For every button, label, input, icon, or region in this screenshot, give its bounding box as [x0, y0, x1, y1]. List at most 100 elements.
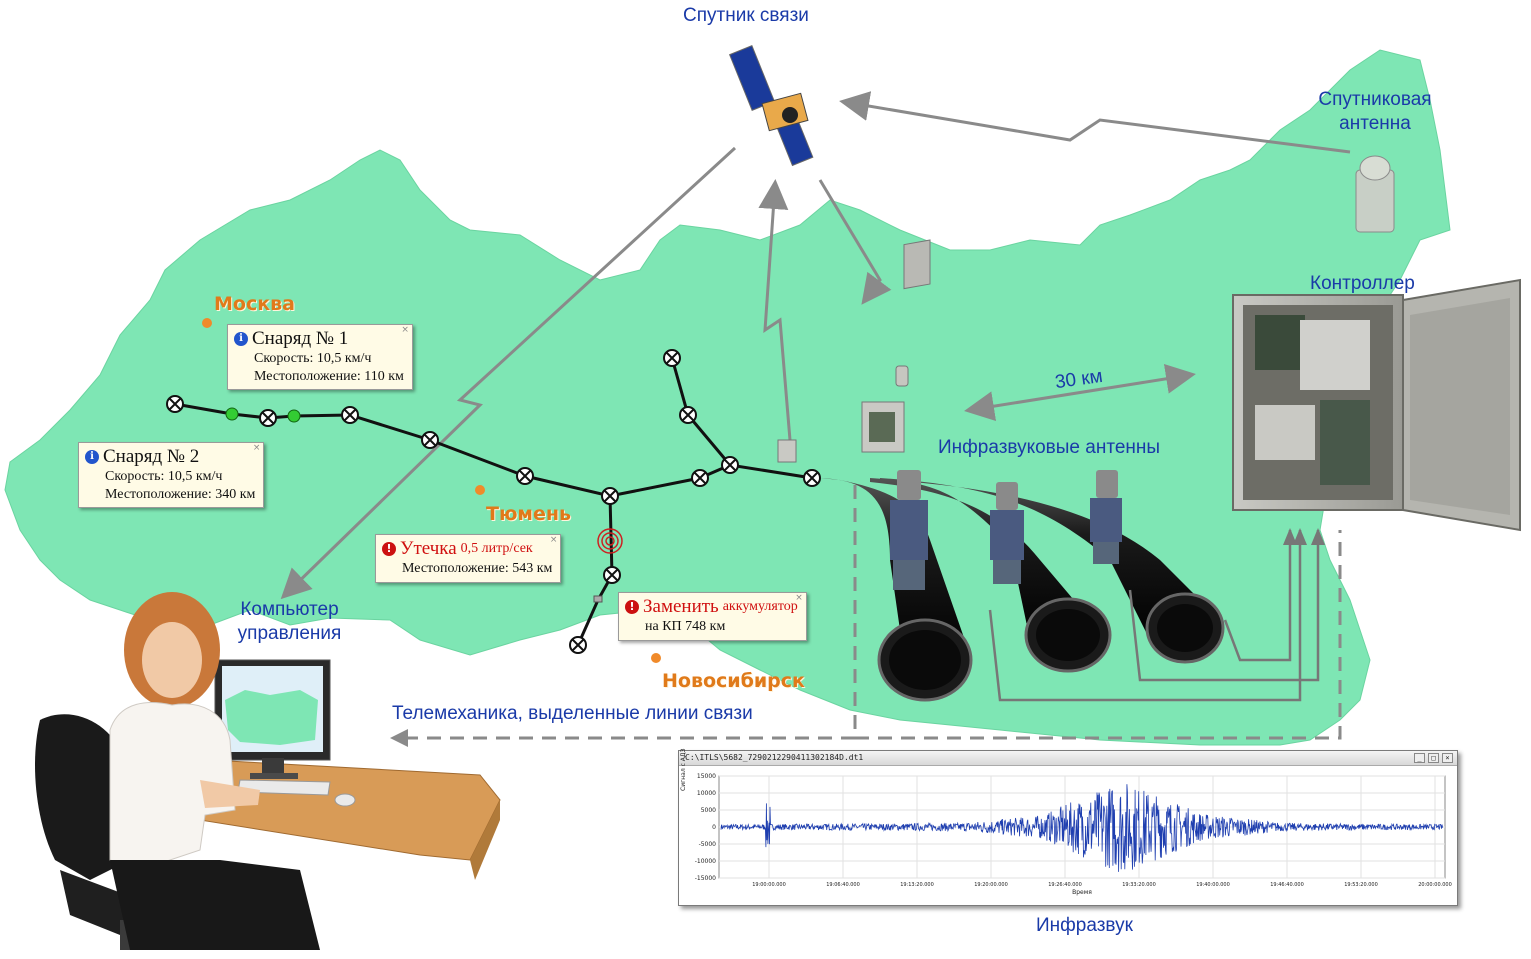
pig-marker [287, 409, 301, 423]
x-tick-label: 19:46:40.000 [1270, 882, 1304, 888]
valve-nodes [166, 349, 821, 654]
close-icon[interactable]: × [1442, 753, 1453, 763]
y-tick-label: -10000 [695, 858, 716, 865]
infrasound-antennas-label: Инфразвуковые антенны [938, 437, 1161, 458]
city-tyumen: Тюмень [486, 503, 571, 525]
x-tick-label: 19:53:20.000 [1344, 882, 1378, 888]
city-novosibirsk: Новосибирск [662, 670, 805, 692]
leak-icon [597, 528, 623, 554]
x-tick-label: 20:00:00.000 [1418, 882, 1452, 888]
maximize-icon[interactable]: □ [1428, 753, 1439, 763]
close-icon[interactable]: × [252, 443, 261, 453]
y-tick-label: 15000 [697, 773, 716, 780]
city-dot-tyumen [475, 485, 485, 495]
x-tick-label: 19:33:20.000 [1122, 882, 1156, 888]
desk [199, 759, 501, 880]
x-tick-label: 19:00:00.000 [752, 882, 786, 888]
x-tick-label: 19:20:00.000 [974, 882, 1008, 888]
y-tick-label: 5000 [701, 807, 716, 814]
infrasound-sensor-icon [890, 470, 928, 590]
field-cabinet-icon [861, 239, 931, 453]
pig-marker [225, 407, 239, 421]
close-icon[interactable]: × [549, 535, 558, 545]
close-icon[interactable]: × [795, 593, 803, 603]
valve-node [259, 409, 277, 427]
infrasound-sensor-icon [1090, 470, 1122, 564]
city-dot-moscow [202, 318, 212, 328]
telemechanics-label: Телемеханика, выделенные линии связи [392, 703, 753, 724]
uplink-antenna-to-satellite [839, 91, 1351, 154]
y-tick-label: -15000 [695, 875, 716, 882]
valve-node [569, 636, 587, 654]
satellite-icon [728, 45, 814, 167]
city-moscow: Москва [214, 293, 295, 315]
valve-node [679, 406, 697, 424]
pig2-callout: × i Снаряд № 2 Скорость: 10,5 км/ч Местоп… [78, 442, 265, 508]
info-icon: i [85, 450, 99, 464]
alert-icon: ! [382, 542, 396, 556]
signal-trace [720, 784, 1444, 872]
y-tick-label: 10000 [697, 790, 716, 797]
x-axis-label: Время [1072, 889, 1092, 896]
valve-node [341, 406, 359, 424]
pig2-speed: Скорость: 10,5 км/ч [105, 469, 223, 484]
distance-arrow [964, 363, 1196, 422]
telemechanics-arrowhead [390, 729, 408, 747]
pig1-title: Снаряд № 1 [252, 328, 349, 349]
city-dot-novosibirsk [651, 653, 661, 663]
link-satellite-to-computer [280, 146, 737, 600]
pig1-callout: × i Снаряд № 1 Скорость: 10,5 км/ч Местоп… [227, 324, 413, 390]
infrasound-sensor-icon [990, 482, 1024, 584]
leak-title: Утечка [400, 538, 457, 559]
pig2-title: Снаряд № 2 [103, 446, 200, 467]
x-tick-label: 19:06:40.000 [826, 882, 860, 888]
valve-node [603, 566, 621, 584]
pig1-speed: Скорость: 10,5 км/ч [254, 351, 372, 366]
sensor-cables [988, 530, 1320, 702]
leak-location: Местоположение: 543 км [402, 561, 553, 576]
x-tick-label: 19:26:40.000 [1048, 882, 1082, 888]
alert-icon: ! [625, 600, 639, 614]
pipe [870, 478, 1112, 673]
controller-label: Контроллер [1310, 273, 1415, 294]
x-tick-label: 19:13:20.000 [900, 882, 934, 888]
cable-arrowheads [1283, 528, 1325, 545]
pipe [880, 478, 1225, 664]
valve-node [691, 469, 709, 487]
valve-node [721, 456, 739, 474]
infrasound-chart-window: C:\ITLS\5682_7290212290411302184D.dt1 _ … [678, 748, 1458, 906]
pig2-location: Местоположение: 340 км [105, 486, 256, 502]
x-tick-label: 19:40:00.000 [1196, 882, 1230, 888]
infrasound-chart: 15000 10000 5000 0 -5000 -10000 -15000 19:00:00… [695, 773, 1452, 896]
satellite-label: Спутник связи [683, 5, 809, 26]
chart-window-titlebar: C:\ITLS\5682_7290212290411302184D.dt1 _ … [679, 751, 1457, 766]
satellite-antenna-label: Спутниковая антенна [1318, 89, 1432, 134]
satellite-antenna-icon [1355, 155, 1395, 233]
y-tick-label: 0 [712, 824, 716, 831]
link-sensor-to-satellite [818, 179, 892, 305]
leak-rate: 0,5 литр/сек [460, 541, 533, 556]
chart-ylabel: Сигнал с АДЗ [680, 748, 687, 791]
infrasound-label: Инфразвук [1036, 915, 1133, 936]
valve-node [663, 349, 681, 367]
minimize-icon[interactable]: _ [1414, 753, 1425, 763]
monitor-icon [214, 659, 356, 807]
battery-icon [593, 595, 603, 603]
controller-cabinet-icon [1232, 278, 1521, 532]
pig1-location: Местоположение: 110 км [254, 368, 404, 384]
chart-window-title: C:\ITLS\5682_7290212290411302184D.dt1 [685, 753, 864, 762]
comm-links [280, 91, 1351, 600]
valve-node [803, 469, 821, 487]
operator-figure [109, 592, 320, 950]
close-icon[interactable]: × [401, 325, 409, 335]
valve-node [166, 395, 184, 413]
valve-node [601, 487, 619, 505]
info-icon: i [234, 332, 248, 346]
y-tick-label: -5000 [699, 841, 717, 848]
map-russia [4, 49, 1451, 746]
small-controller-icon [777, 439, 797, 463]
valve-node [421, 431, 439, 449]
